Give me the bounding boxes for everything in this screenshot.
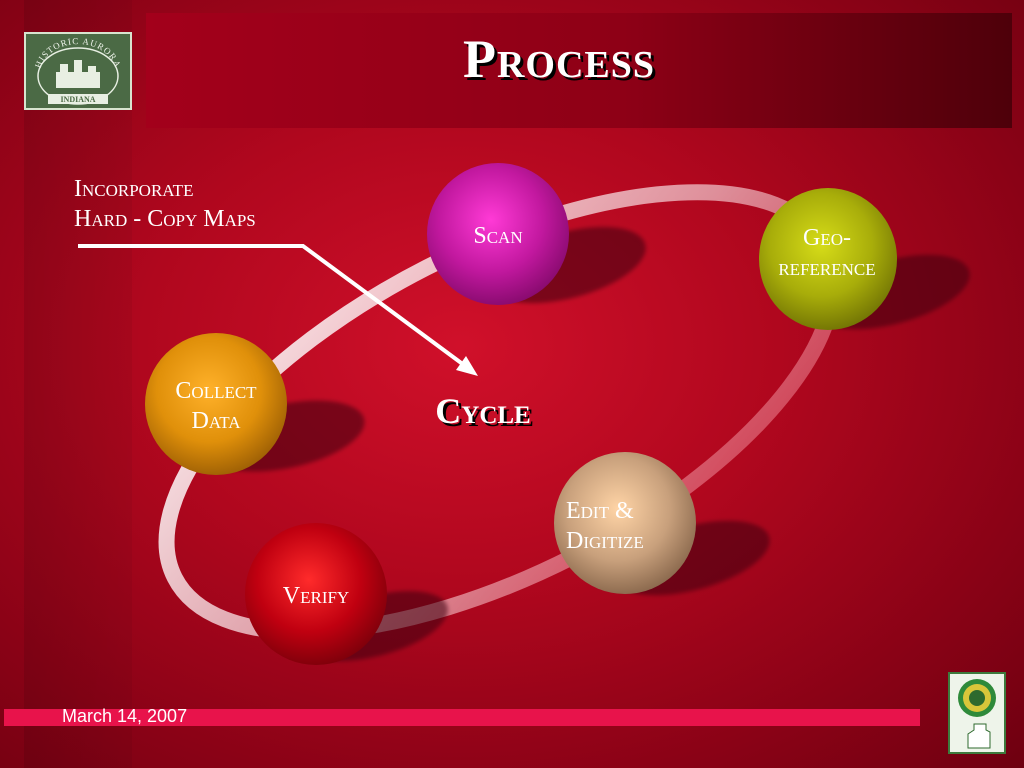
cycle-label: Cycle bbox=[435, 391, 531, 431]
historic-aurora-logo: HISTORIC AURORA INDIANA bbox=[24, 32, 132, 110]
edit-digitize-ball bbox=[554, 452, 696, 594]
georeference-ball bbox=[759, 188, 897, 330]
svg-text:INDIANA: INDIANA bbox=[60, 95, 95, 104]
county-seal bbox=[948, 672, 1006, 754]
footer-bar bbox=[4, 709, 920, 726]
slide-title: Process bbox=[462, 29, 656, 89]
collect-data-label: Collect Data bbox=[175, 378, 257, 434]
scan-label: Scan bbox=[473, 223, 523, 249]
edit-digitize-label: Edit & Digitize bbox=[566, 498, 644, 554]
verify-ball bbox=[245, 523, 387, 665]
pointer-arrow bbox=[78, 244, 470, 370]
scan-ball bbox=[427, 163, 569, 305]
county-seal-icon bbox=[958, 679, 996, 749]
logo-emblem-icon: HISTORIC AURORA INDIANA bbox=[33, 36, 122, 105]
verify-label: Verify bbox=[282, 583, 350, 609]
left-stripe bbox=[24, 0, 132, 768]
georeference-label: Geo- reference bbox=[778, 225, 876, 281]
arrow-head-icon bbox=[456, 356, 478, 376]
hard-copy-note: Incorporate Hard - Copy Maps bbox=[74, 176, 256, 232]
title-band bbox=[146, 13, 1012, 128]
slide-date: March 14, 2007 bbox=[62, 706, 188, 726]
collect-data-ball bbox=[145, 333, 287, 475]
